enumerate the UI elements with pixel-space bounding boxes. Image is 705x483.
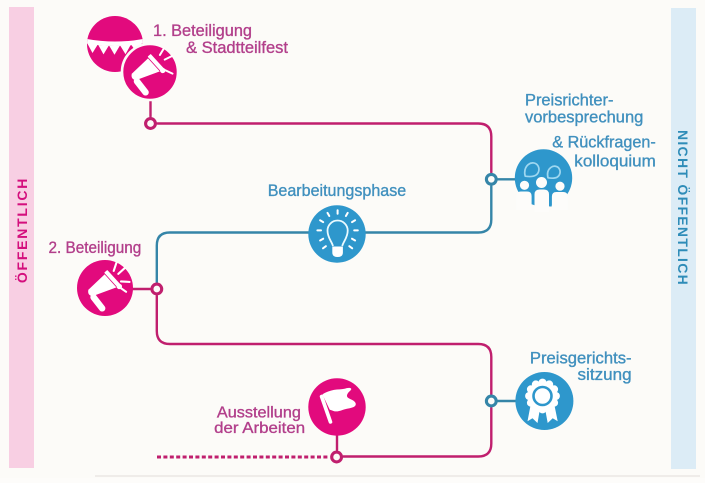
svg-text:Preisrichter-: Preisrichter- [525,91,614,109]
svg-text:der Arbeiten: der Arbeiten [214,420,305,437]
svg-text:& Rückfragen-: & Rückfragen- [552,134,656,152]
svg-text:Preisgerichts-: Preisgerichts- [530,350,632,368]
svg-text:sitzung: sitzung [578,366,632,384]
svg-text:kolloquium: kolloquium [574,153,656,171]
svg-text:ÖFFENTLICH: ÖFFENTLICH [14,177,30,283]
svg-text:2. Beteiligung: 2. Beteiligung [49,238,142,257]
svg-text:1. Beteiligung: 1. Beteiligung [153,21,252,40]
svg-text:Ausstellung: Ausstellung [217,404,301,421]
svg-text:& Stadtteilfest: & Stadtteilfest [186,38,288,57]
svg-text:Bearbeitungsphase: Bearbeitungsphase [268,182,407,200]
svg-text:NICHT ÖFFENTLICH: NICHT ÖFFENTLICH [675,130,691,286]
svg-text:vorbesprechung: vorbesprechung [525,108,643,126]
